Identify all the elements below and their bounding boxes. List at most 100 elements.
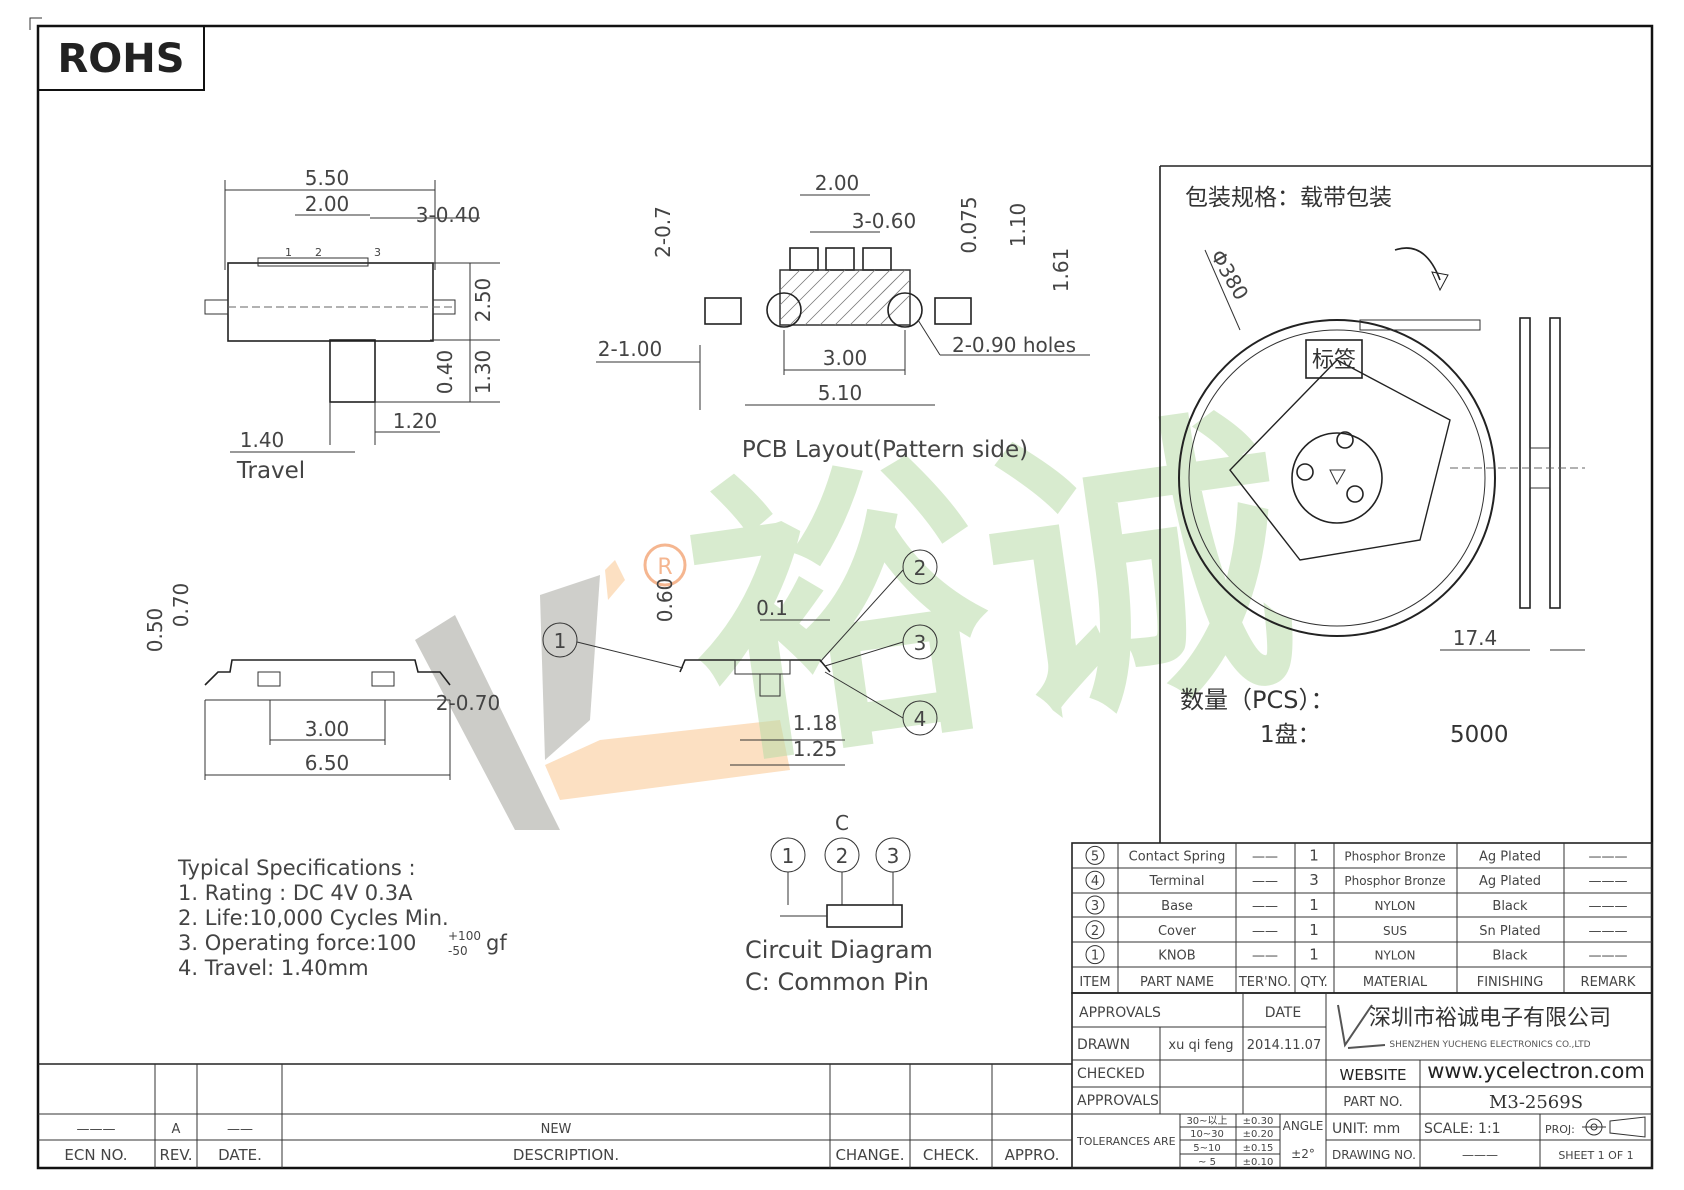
rev-header-change: CHANGE. <box>835 1146 904 1164</box>
revision-table: ——— A —— NEW ECN NO. REV. DATE. DESCRIPT… <box>38 1063 1072 1168</box>
side-view-body <box>204 659 451 686</box>
dim-1.20: 1.20 <box>393 409 438 433</box>
dim-1.61: 1.61 <box>1049 248 1073 293</box>
tb-angle: ANGLE <box>1283 1119 1324 1133</box>
bom-cell-qty: 1 <box>1309 921 1319 939</box>
circuit-slider <box>826 904 903 928</box>
bom-cell-finishing: Black <box>1492 949 1528 964</box>
packaging-title: 包装规格：载带包装 <box>1185 185 1392 211</box>
tol-value-1: ±0.30 <box>1243 1116 1274 1127</box>
corner-mark <box>29 17 42 30</box>
dim-3-0.40: 3-0.40 <box>416 203 480 227</box>
tb-tolerances: TOLERANCES ARE <box>1076 1135 1176 1148</box>
tb-date: DATE <box>1265 1005 1301 1021</box>
tb-approvals-2: APPROVALS <box>1077 1093 1159 1109</box>
reel-label: 标签 <box>1312 348 1356 373</box>
side-view: 0.50 0.70 2-0.70 3.00 6.50 0.60 0.1 1.18… <box>143 549 938 780</box>
dim-1.40: 1.40 <box>240 428 285 452</box>
dim-3.00-side: 3.00 <box>305 717 350 741</box>
pin-label-3: 3 <box>374 246 381 259</box>
watermark-logo-gray <box>415 615 560 830</box>
bom-cell-qty: 1 <box>1309 946 1319 964</box>
bom-cell-item: 1 <box>1091 949 1099 964</box>
tol-range-4: ~ 5 <box>1198 1157 1216 1168</box>
dim-2-0.70: 2-0.70 <box>436 691 500 715</box>
tol-value-3: ±0.15 <box>1243 1143 1274 1154</box>
bom-item-circle <box>1085 870 1105 890</box>
dim-17.4: 17.4 <box>1453 626 1498 650</box>
bom-cell-qty: 3 <box>1309 871 1319 889</box>
dim-6.50: 6.50 <box>305 751 350 775</box>
rev-header-check: CHECK. <box>923 1146 979 1164</box>
bom-cell-name: Cover <box>1158 924 1197 939</box>
bom-cell-ter: —— <box>1252 849 1278 864</box>
bom-cell-item: 3 <box>1091 899 1099 914</box>
bom-cell-qty: 1 <box>1309 896 1319 914</box>
circuit-diagram: C 1 2 3 Circuit Diagram C: Common Pin <box>745 811 933 996</box>
bom-cell-finishing: Ag Plated <box>1479 874 1541 889</box>
top-view: 5.50 2.00 3-0.40 1 2 3 2.50 0.40 1.30 1.… <box>204 166 500 484</box>
tb-drawn-date: 2014.11.07 <box>1247 1038 1321 1053</box>
spec-force-minus: -50 <box>448 944 468 958</box>
reel-side-right <box>1549 317 1561 609</box>
pcb-hole-left <box>766 292 802 328</box>
dim-2-0.7: 2-0.7 <box>651 206 675 258</box>
reel-side-left <box>1519 317 1531 609</box>
reel-hub <box>1291 432 1383 524</box>
specifications: Typical Specifications : 1. Rating : DC … <box>177 856 507 980</box>
bom-cell-material: Phosphor Bronze <box>1344 874 1445 888</box>
dim-0.075: 0.075 <box>957 196 981 253</box>
bom-cell-qty: 1 <box>1309 846 1319 864</box>
bom-header-finishing: FINISHING <box>1477 975 1544 990</box>
dim-0.40: 0.40 <box>433 350 457 395</box>
tb-website-label: WEBSITE <box>1340 1066 1407 1084</box>
bom-cell-ter: —— <box>1252 899 1278 914</box>
tb-sheet: SHEET 1 OF 1 <box>1558 1149 1633 1162</box>
reel-outer <box>1178 319 1496 637</box>
company-logo <box>1337 1004 1386 1049</box>
dim-3-0.60: 3-0.60 <box>852 209 916 233</box>
company-name-en: SHENZHEN YUCHENG ELECTRONICS CO.,LTD <box>1389 1040 1590 1050</box>
tb-part-no-label: PART NO. <box>1343 1095 1403 1110</box>
dim-5.50: 5.50 <box>305 166 350 190</box>
dim-0.50: 0.50 <box>143 608 167 653</box>
tb-unit: UNIT: mm <box>1332 1121 1400 1137</box>
bom-cell-material: NYLON <box>1375 949 1416 963</box>
pin-label-2: 2 <box>315 246 322 259</box>
rev-header-appro: APPRO. <box>1005 1146 1060 1164</box>
tol-range-3: 5~10 <box>1193 1143 1220 1154</box>
bom-cell-material: Phosphor Bronze <box>1344 849 1445 863</box>
tol-range-1: 30~以上 <box>1186 1115 1227 1127</box>
svg-text:4: 4 <box>914 707 927 731</box>
carrier-tape <box>1359 319 1481 331</box>
svg-text:2: 2 <box>914 556 927 580</box>
dim-0.1: 0.1 <box>756 596 788 620</box>
spec-force: 3. Operating force:100 <box>178 931 416 955</box>
top-view-knob <box>329 339 376 403</box>
spec-life: 2. Life:10,000 Cycles Min. <box>178 906 449 930</box>
dim-2.00: 2.00 <box>305 192 350 216</box>
watermark-logo-orange <box>545 720 790 800</box>
tb-drawing-no: DRAWING NO. <box>1332 1148 1416 1162</box>
tb-proj: PROJ: <box>1545 1123 1575 1136</box>
dim-2.50: 2.50 <box>471 278 495 323</box>
tb-drawing-no-value: ——— <box>1462 1148 1498 1162</box>
rev-header-ecn: ECN NO. <box>64 1146 127 1164</box>
watermark-reg-mark <box>643 543 687 587</box>
bom-header-qty: QTY. <box>1300 975 1328 990</box>
pcb-layout-title: PCB Layout(Pattern side) <box>742 437 1028 463</box>
dim-3.00-pcb: 3.00 <box>823 346 868 370</box>
pcb-layout: 2.00 3-0.60 2-0.7 0.075 1.10 1.61 2-1.00… <box>596 171 1090 463</box>
bom-cell-ter: —— <box>1252 949 1278 964</box>
qty-label: 数量（PCS）： <box>1180 686 1334 714</box>
bom-header-material: MATERIAL <box>1363 975 1428 990</box>
dim-reel-diameter: Φ380 <box>1206 246 1254 305</box>
bom-header-item: ITEM <box>1079 975 1110 990</box>
spec-title: Typical Specifications : <box>177 856 416 880</box>
tb-approvals: APPROVALS <box>1079 1005 1161 1021</box>
svg-text:1: 1 <box>554 629 567 653</box>
bom-cell-finishing: Sn Plated <box>1479 924 1540 939</box>
bom-item-circle <box>1085 895 1105 915</box>
tb-drawn-by: xu qi feng <box>1168 1038 1233 1053</box>
